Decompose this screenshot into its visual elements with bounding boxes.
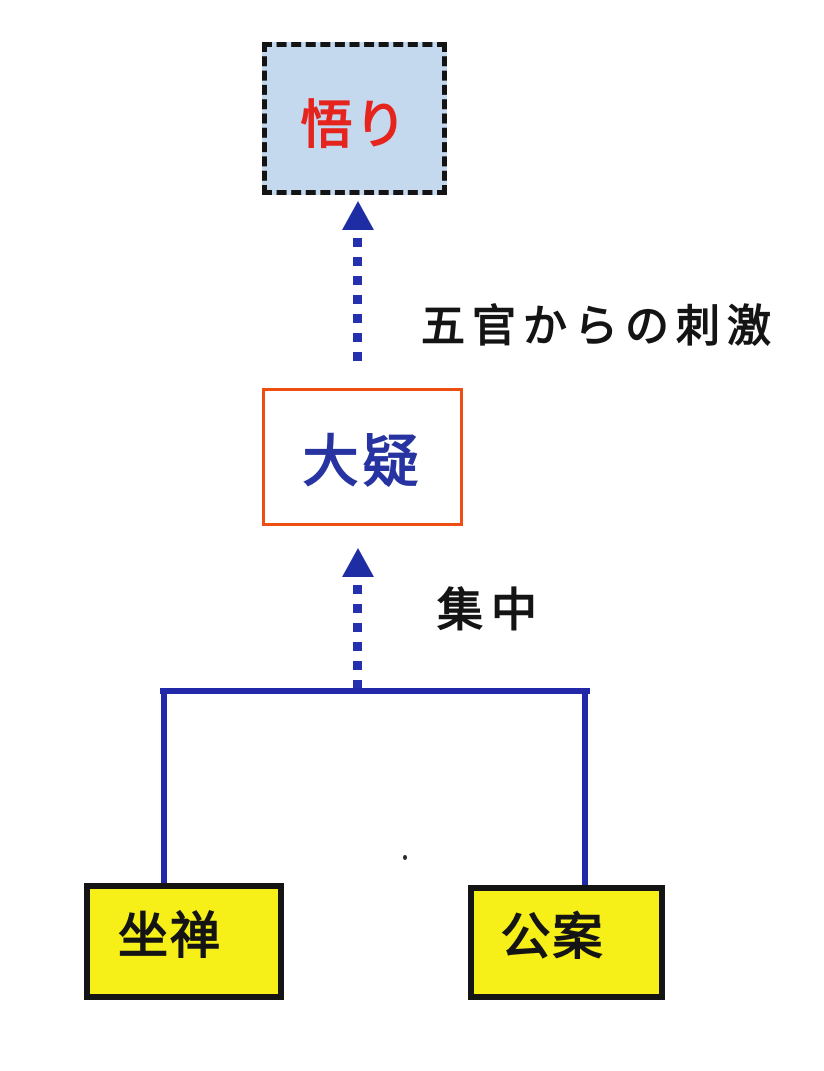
dotted-arrow-shaft [353,238,362,362]
bracket-connector-left [161,688,167,884]
daigi-node-label: 大疑 [302,429,423,495]
bracket-connector-horizontal [160,688,590,694]
arrow-up-head-icon [342,548,374,577]
zazen-node-box: 坐禅 [84,883,284,1000]
satori-node-label: 悟り [300,96,409,156]
arrow-up-head-icon [342,201,374,230]
dotted-arrow-shaft [353,585,362,688]
edge-label-concentration: 集中 [437,583,545,637]
zazen-node-label: 坐禅 [118,906,222,965]
koan-node-box: 公案 [468,885,665,1000]
satori-node-box: 悟り [262,42,447,195]
bracket-connector-right [582,688,588,886]
daigi-node-box: 大疑 [262,388,463,526]
edge-label-stimulus: 五官からの刺激 [421,301,778,352]
koan-node-label: 公案 [500,907,605,966]
scan-speck-artifact [403,855,407,860]
